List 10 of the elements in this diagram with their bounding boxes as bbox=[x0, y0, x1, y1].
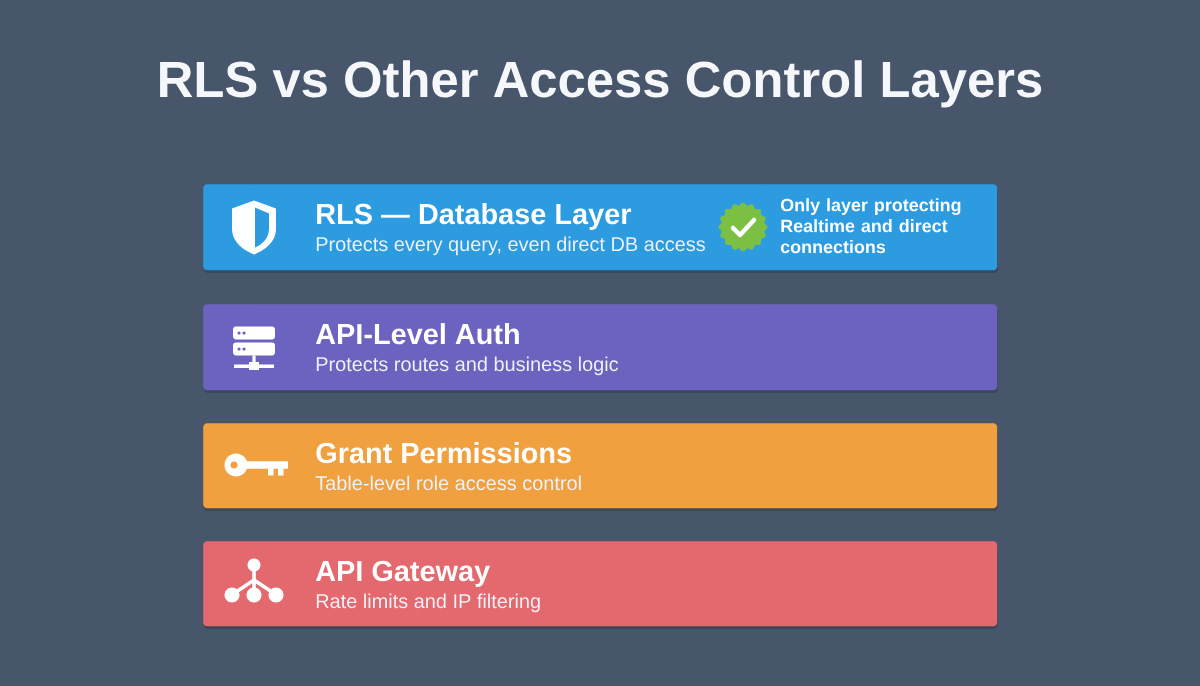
layer-heading: API-Level Auth bbox=[315, 323, 519, 345]
layer-description: Protects routes and business logic bbox=[316, 356, 619, 376]
layer-description: Protects every query, even direct DB access bbox=[316, 236, 705, 256]
layer-description: Table-level role access control bbox=[315, 475, 581, 491]
title: RLS vs Other Access Control Layers bbox=[160, 60, 1042, 108]
layer-heading: RLS — Database Layer bbox=[317, 203, 632, 230]
layer-heading: Grant Permissions bbox=[316, 442, 571, 464]
note-text: Only layer protecting Realtime and direct connections bbox=[780, 198, 961, 254]
layer-description: Rate limits and IP filtering bbox=[316, 593, 540, 613]
layer-heading: API Gateway bbox=[315, 560, 491, 587]
